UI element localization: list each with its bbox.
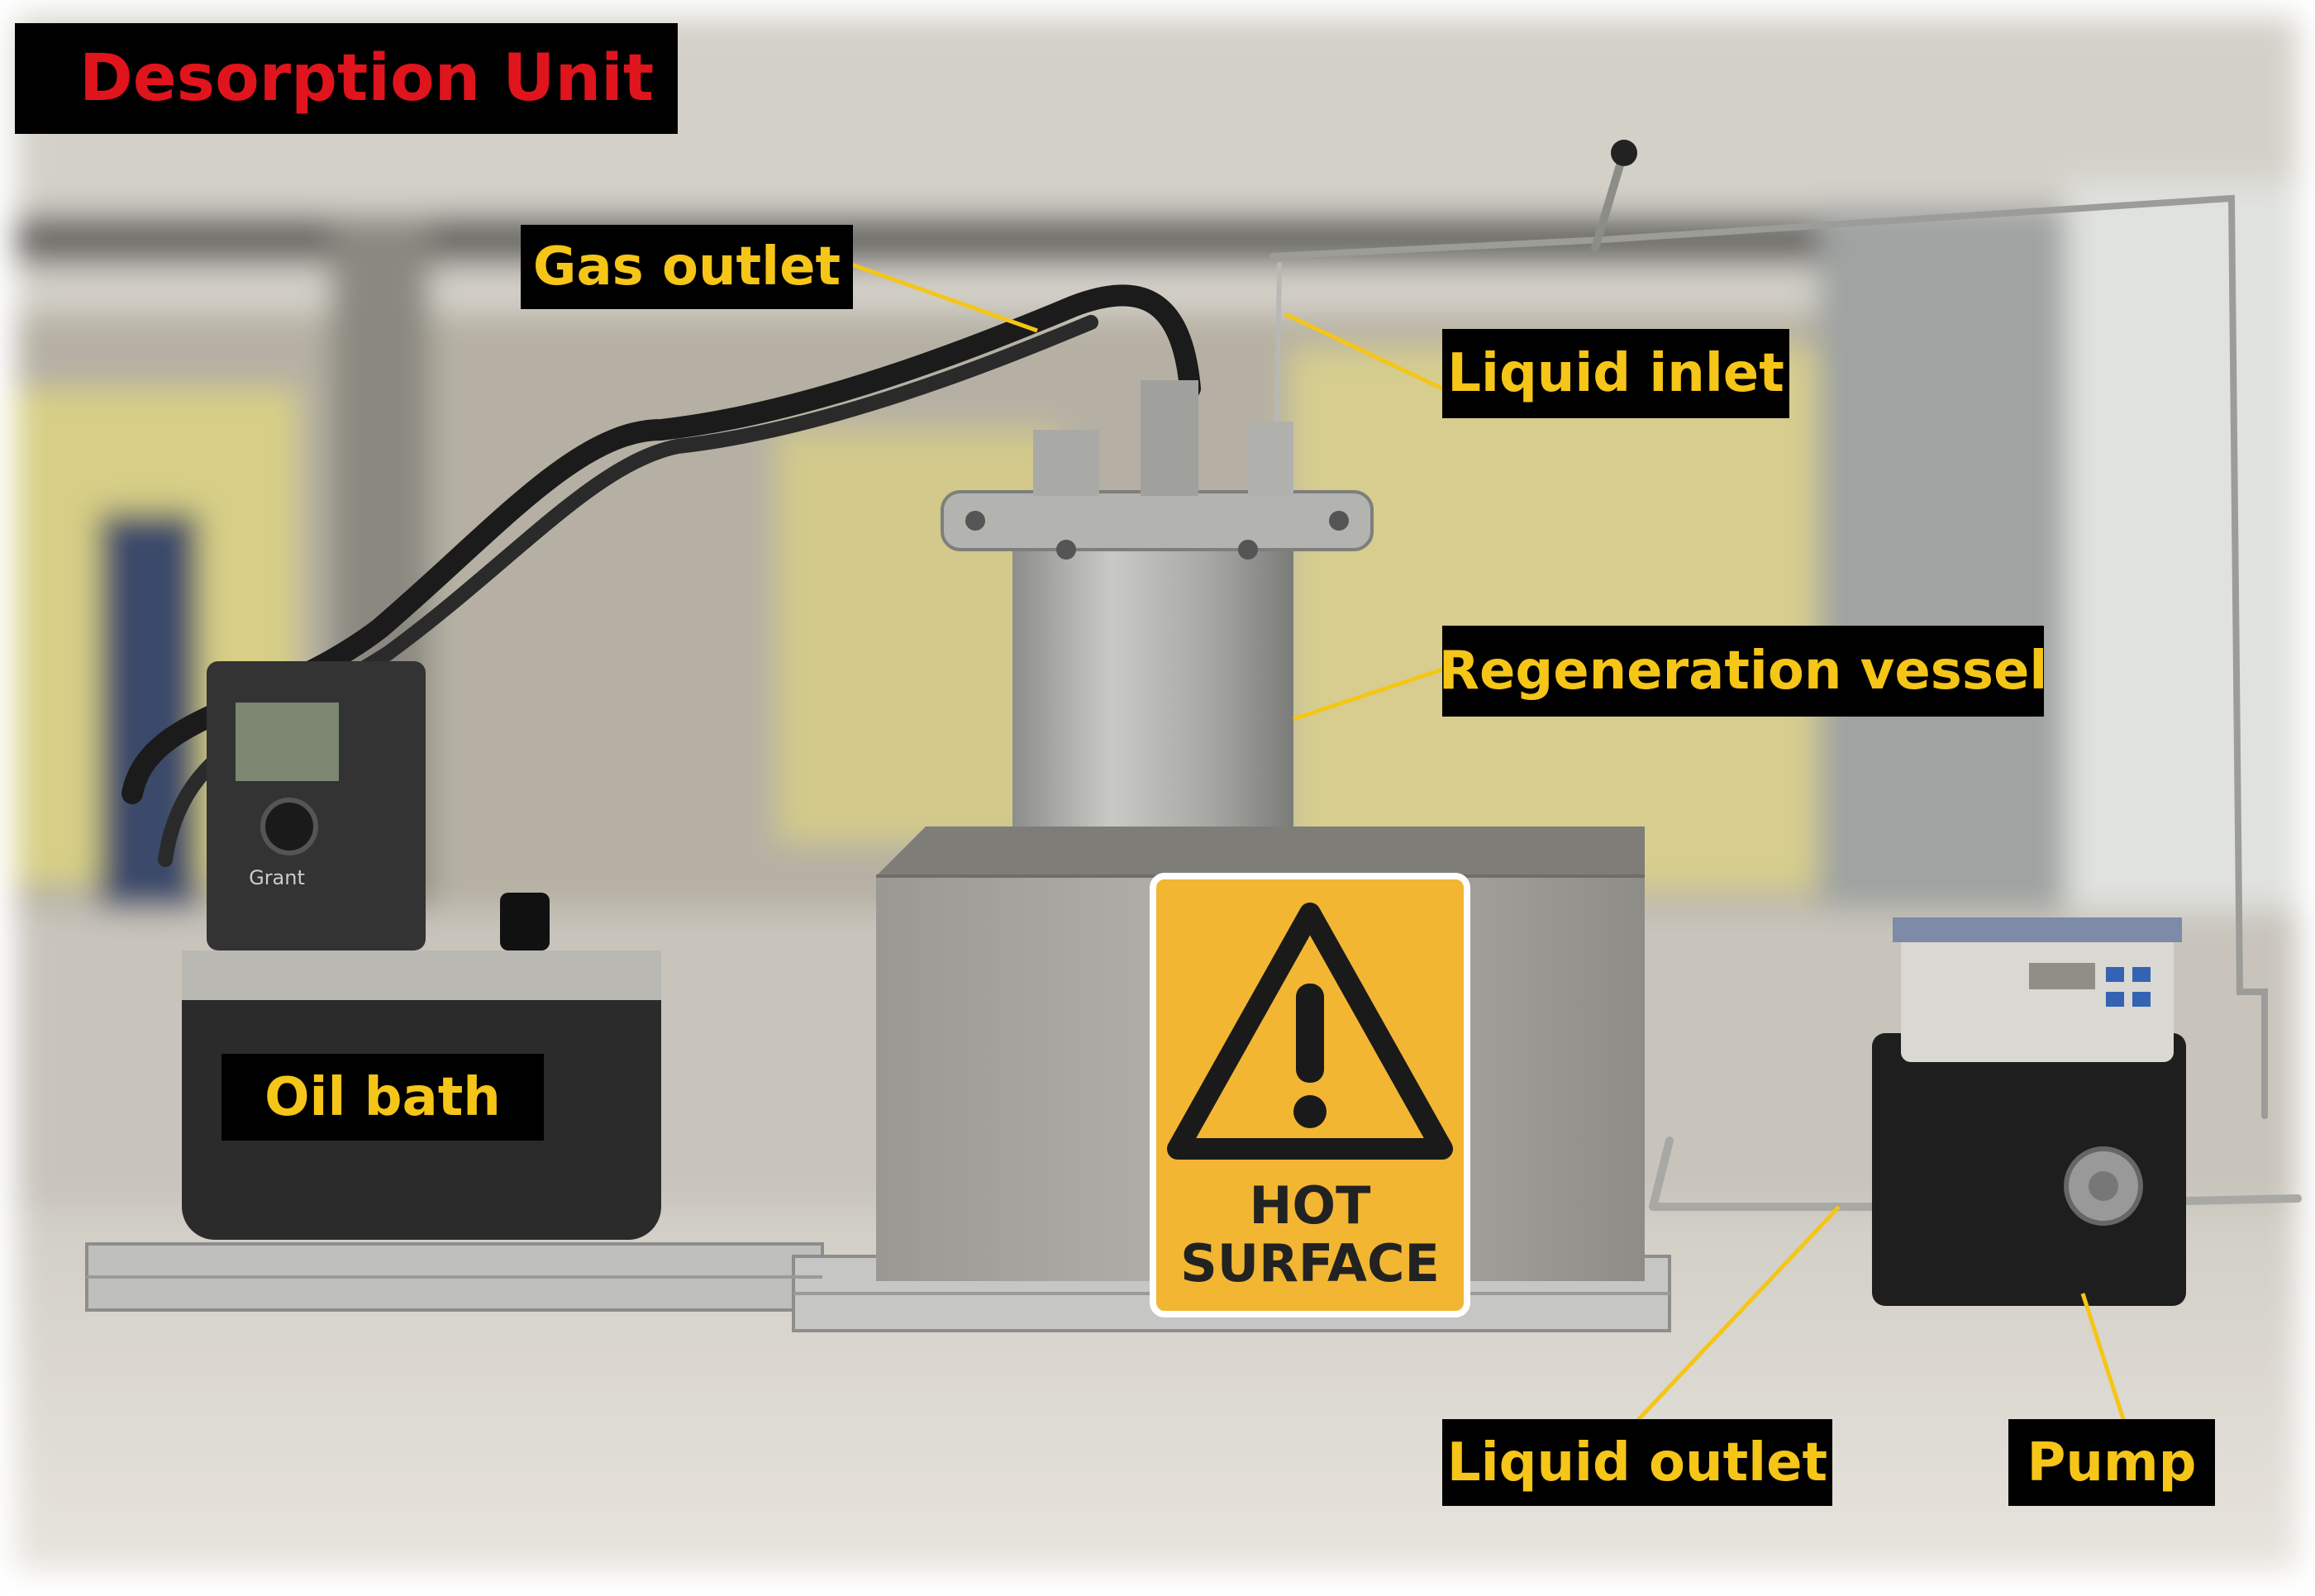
label-oil-bath: Oil bath <box>221 1054 544 1141</box>
figure-title: Desorption Unit <box>15 23 678 134</box>
sign-line-surface: SURFACE <box>1180 1233 1440 1293</box>
device-brand: Grant <box>249 866 305 889</box>
exclamation-icon <box>1296 984 1324 1083</box>
label-liquid-outlet: Liquid outlet <box>1442 1419 1832 1506</box>
hot-surface-sign: HOT SURFACE <box>1150 873 1470 1317</box>
callout-line-liquid-inlet <box>1284 312 1444 391</box>
callout-line-pump <box>2080 1293 2127 1422</box>
label-regeneration-vessel: Regeneration vessel <box>1439 626 2047 717</box>
pump <box>1872 917 2186 1306</box>
callout-line-gas-outlet <box>850 262 1038 333</box>
label-pump: Pump <box>2008 1419 2215 1506</box>
callout-line-liquid-outlet <box>1635 1205 1841 1423</box>
sign-line-hot: HOT <box>1250 1175 1371 1236</box>
callout-line-regeneration-vessel <box>1293 667 1443 722</box>
label-gas-outlet: Gas outlet <box>521 225 853 309</box>
label-liquid-inlet: Liquid inlet <box>1442 329 1789 418</box>
callout-lines <box>850 262 2127 1423</box>
